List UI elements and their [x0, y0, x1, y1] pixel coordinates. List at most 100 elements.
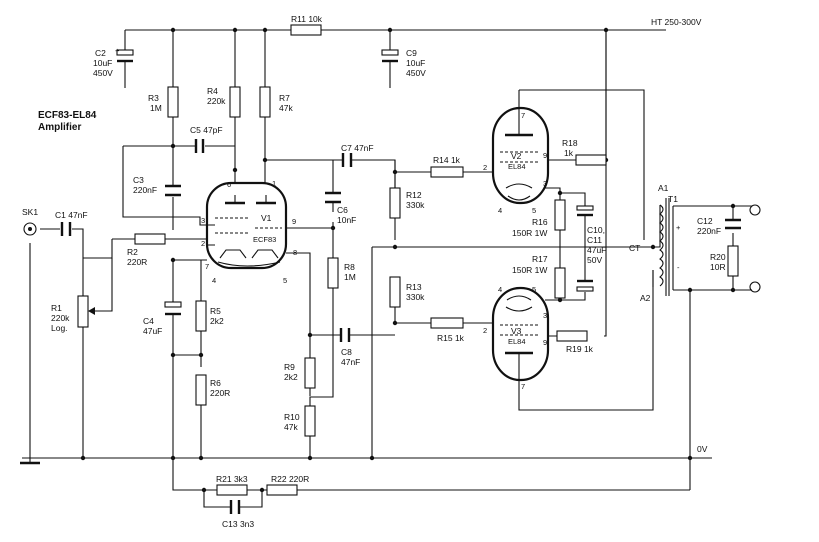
svg-text:6: 6 [227, 180, 231, 189]
svg-text:+: + [115, 46, 120, 55]
connectors [20, 204, 761, 465]
svg-text:220k: 220k [207, 96, 226, 106]
svg-text:10uF: 10uF [93, 58, 112, 68]
svg-text:47uF: 47uF [143, 326, 162, 336]
svg-text:R19 1k: R19 1k [566, 344, 594, 354]
svg-text:C4: C4 [143, 316, 154, 326]
capacitor-c10 [576, 205, 594, 217]
resistor-r17 [554, 267, 566, 299]
schematic-title: ECF83-EL84 [38, 110, 97, 121]
svg-text:7: 7 [205, 262, 209, 271]
resistor-r2 [134, 233, 166, 245]
capacitor-c7 [341, 153, 353, 167]
svg-text:C2: C2 [95, 48, 106, 58]
svg-text:C11: C11 [587, 235, 602, 245]
svg-text:9: 9 [292, 217, 296, 226]
svg-text:220R: 220R [210, 388, 230, 398]
svg-text:220nF: 220nF [697, 226, 721, 236]
svg-text:220nF: 220nF [133, 185, 157, 195]
svg-text:C8: C8 [341, 347, 352, 357]
resistor-r9 [304, 357, 316, 389]
svg-text:EL84: EL84 [508, 337, 526, 346]
svg-text:C9: C9 [406, 48, 417, 58]
capacitor-c12 [725, 218, 741, 230]
svg-text:5: 5 [283, 276, 287, 285]
resistor-r19 [556, 330, 588, 342]
resistor-r1 [77, 295, 89, 328]
svg-text:1k: 1k [564, 148, 574, 158]
svg-text:R18: R18 [562, 138, 578, 148]
resistor-r21 [216, 484, 248, 496]
resistor-r11 [290, 24, 322, 36]
svg-text:C3: C3 [133, 175, 144, 185]
svg-text:R16: R16 [532, 217, 548, 227]
capacitor-c8 [339, 328, 351, 342]
potentiometer-wiper [88, 258, 113, 315]
capacitors: + [60, 46, 741, 514]
labels: ECF83-EL84 Amplifier HT 250-300V 0V SK1 … [22, 14, 726, 529]
svg-text:9: 9 [543, 151, 547, 160]
svg-text:R9: R9 [284, 362, 295, 372]
capacitor-c5 [194, 139, 205, 153]
svg-text:EL84: EL84 [508, 162, 526, 171]
resistor-r10 [304, 405, 316, 437]
resistor-r3 [167, 86, 179, 118]
svg-text:330k: 330k [406, 292, 425, 302]
svg-text:9: 9 [543, 338, 547, 347]
svg-text:10R: 10R [710, 262, 726, 272]
svg-text:2: 2 [483, 326, 487, 335]
svg-text:5: 5 [532, 285, 536, 294]
svg-text:47uF: 47uF [587, 245, 606, 255]
svg-text:+: + [676, 223, 681, 232]
output-terminal-minus [749, 281, 761, 293]
svg-text:R5: R5 [210, 306, 221, 316]
wires [22, 29, 752, 508]
svg-text:R22 220R: R22 220R [271, 474, 309, 484]
resistor-r5 [195, 300, 207, 332]
tube-v2 [491, 106, 550, 205]
resistor-r4 [229, 86, 241, 118]
capacitor-c13 [229, 500, 241, 514]
resistor-r6 [195, 374, 207, 406]
svg-text:C13 3n3: C13 3n3 [222, 519, 254, 529]
svg-text:10uF: 10uF [406, 58, 425, 68]
resistor-r18 [575, 154, 607, 166]
svg-text:C6: C6 [337, 205, 348, 215]
resistor-r22 [266, 484, 298, 496]
svg-text:R20: R20 [710, 252, 726, 262]
svg-text:C12: C12 [697, 216, 713, 226]
svg-text:1M: 1M [150, 103, 162, 113]
svg-text:330k: 330k [406, 200, 425, 210]
svg-text:R3: R3 [148, 93, 159, 103]
resistor-r15 [430, 317, 464, 329]
svg-text:Log.: Log. [51, 323, 68, 333]
capacitor-c3 [165, 184, 181, 197]
capacitor-c9 [381, 49, 399, 80]
svg-text:47k: 47k [284, 422, 298, 432]
svg-text:C5 47pF: C5 47pF [190, 125, 223, 135]
svg-text:10nF: 10nF [337, 215, 356, 225]
svg-text:T1: T1 [668, 194, 678, 204]
svg-text:R15 1k: R15 1k [437, 333, 465, 343]
svg-text:R8: R8 [344, 262, 355, 272]
svg-text:R11 10k: R11 10k [291, 14, 323, 24]
svg-text:R10: R10 [284, 412, 300, 422]
resistor-r20 [727, 245, 739, 277]
svg-text:3: 3 [543, 311, 547, 320]
resistor-r13 [389, 276, 401, 308]
svg-text:5: 5 [532, 206, 536, 215]
schematic-subtitle: Amplifier [38, 122, 81, 133]
svg-text:4: 4 [498, 285, 502, 294]
capacitor-c4 [164, 301, 182, 316]
svg-text:C7 47nF: C7 47nF [341, 143, 374, 153]
resistors [77, 24, 739, 496]
svg-text:R17: R17 [532, 254, 548, 264]
svg-text:150R 1W: 150R 1W [512, 228, 547, 238]
svg-text:R1: R1 [51, 303, 62, 313]
svg-text:SK1: SK1 [22, 207, 38, 217]
svg-text:R21 3k3: R21 3k3 [216, 474, 248, 484]
svg-text:3: 3 [201, 216, 205, 225]
supply-label: HT 250-300V [651, 17, 702, 27]
svg-text:220R: 220R [127, 257, 147, 267]
